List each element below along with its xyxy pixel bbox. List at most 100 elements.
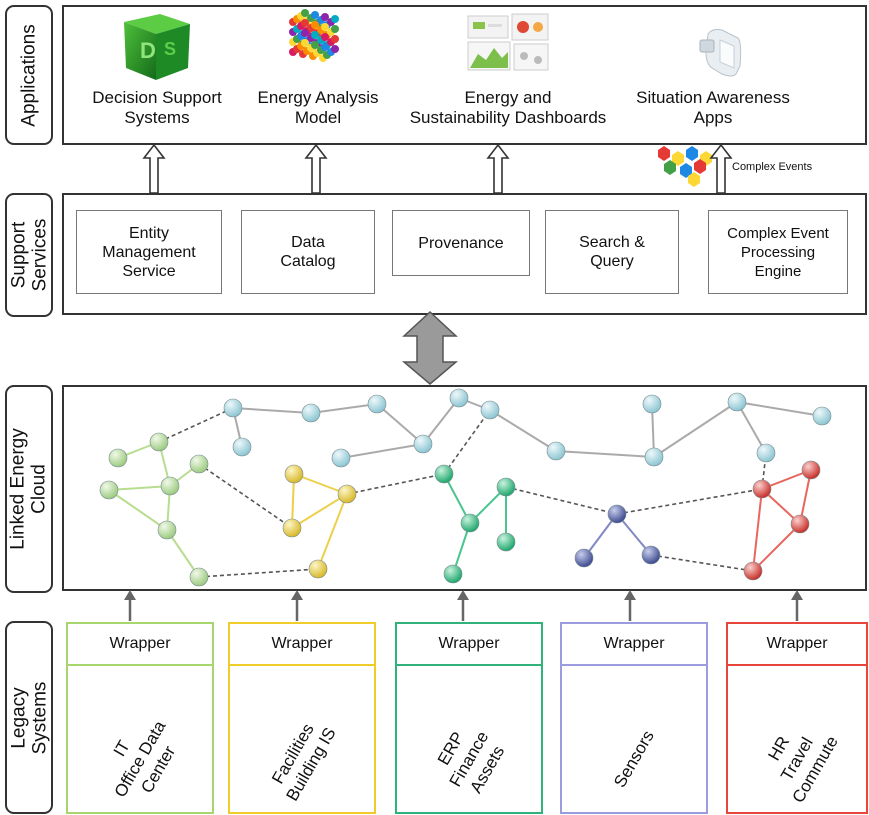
wrapper-box: Wrapper xyxy=(397,624,541,666)
wrapper-box: Wrapper xyxy=(728,624,866,666)
network-edge xyxy=(736,401,823,417)
network-node xyxy=(443,564,463,584)
molecule-ball xyxy=(301,29,309,37)
network-node xyxy=(367,394,387,414)
network-node xyxy=(801,460,821,480)
app-label-line: Systems xyxy=(124,108,190,127)
network-node xyxy=(644,447,664,467)
network-node xyxy=(607,504,627,524)
service-label-line: Engine xyxy=(754,262,802,280)
network-edge xyxy=(317,493,348,570)
network-edge xyxy=(293,473,348,495)
svg-text:S: S xyxy=(164,39,176,59)
network-node xyxy=(752,479,772,499)
network-node xyxy=(546,441,566,461)
network-node xyxy=(413,434,433,454)
network-edge xyxy=(158,407,234,443)
molecule-ball xyxy=(321,23,329,31)
network-edge xyxy=(736,401,767,454)
network-node xyxy=(223,398,243,418)
network-node xyxy=(99,480,119,500)
app-label-line: Sustainability Dashboards xyxy=(409,108,607,127)
service-label-line: Data xyxy=(291,234,325,251)
molecule-ball xyxy=(301,9,309,17)
molecule-ball xyxy=(311,41,319,49)
network-edge xyxy=(108,485,171,491)
dashboard-icon xyxy=(467,13,549,71)
molecule-ball xyxy=(301,39,309,47)
network-node xyxy=(108,448,128,468)
service-provenance: Provenance xyxy=(392,210,530,276)
network-node xyxy=(189,454,209,474)
service-label-line: Search & xyxy=(579,234,645,251)
network-node xyxy=(743,561,763,581)
app-label-line: Energy and xyxy=(464,88,552,107)
service-label-line: Service xyxy=(122,262,176,280)
network-edge xyxy=(505,486,618,515)
network-node xyxy=(496,532,516,552)
service-to-app-arrows xyxy=(142,143,733,194)
device-icon xyxy=(699,29,742,77)
molecule-ball xyxy=(301,19,309,27)
bidirectional-arrow xyxy=(401,310,459,385)
molecule-ball xyxy=(331,45,339,53)
service-label-line: Management xyxy=(102,243,196,261)
molecule-ball xyxy=(311,11,319,19)
network-node xyxy=(434,464,454,484)
network-node xyxy=(331,448,351,468)
linked-energy-cloud-layer-box xyxy=(62,385,867,591)
legacy-label-line: Sensors xyxy=(610,727,658,791)
network-edge xyxy=(752,523,801,572)
molecule-ball xyxy=(321,33,329,41)
network-node xyxy=(189,567,209,587)
svg-text:D: D xyxy=(140,38,156,63)
network-edge xyxy=(489,409,557,452)
network-edge xyxy=(376,403,424,445)
network-node xyxy=(157,520,177,540)
service-label-line: Catalog xyxy=(280,253,336,270)
layer-label-applications: Applications xyxy=(5,5,53,145)
network-node xyxy=(449,388,469,408)
network-edge xyxy=(291,493,348,529)
service-label-line: Entity xyxy=(128,224,169,242)
molecule-ball xyxy=(311,21,319,29)
network-edge xyxy=(198,568,319,578)
network-edge xyxy=(443,409,491,475)
app-label-line: Situation Awareness xyxy=(636,88,790,107)
app-label-line: Apps xyxy=(693,108,733,127)
wrapper-box: Wrapper xyxy=(230,624,374,666)
network-node xyxy=(282,518,302,538)
complex-events-icon xyxy=(658,146,712,187)
network-node xyxy=(641,545,661,565)
service-label-line: Complex Event xyxy=(727,224,829,242)
network-edge xyxy=(108,489,168,531)
legacy-to-cloud-arrows xyxy=(124,590,803,621)
network-edge xyxy=(198,463,293,529)
network-edges xyxy=(108,397,823,578)
app-label-line: Decision Support xyxy=(92,88,222,107)
service-search-query: Search &Query xyxy=(545,210,679,294)
molecule-ball xyxy=(331,15,339,23)
network-edge xyxy=(650,554,754,572)
network-node xyxy=(574,548,594,568)
app-label-line: Model xyxy=(294,108,342,127)
legacy-sensors: Wrapper Sensors xyxy=(560,622,708,814)
network-node xyxy=(160,476,180,496)
molecule-cube-icon xyxy=(289,9,339,62)
network-edge xyxy=(752,488,763,572)
wrapper-box: Wrapper xyxy=(68,624,212,666)
molecule-ball xyxy=(311,31,319,39)
network-node xyxy=(812,406,832,426)
network-node xyxy=(149,432,169,452)
network-edge xyxy=(616,488,763,515)
network-edge xyxy=(232,407,312,414)
